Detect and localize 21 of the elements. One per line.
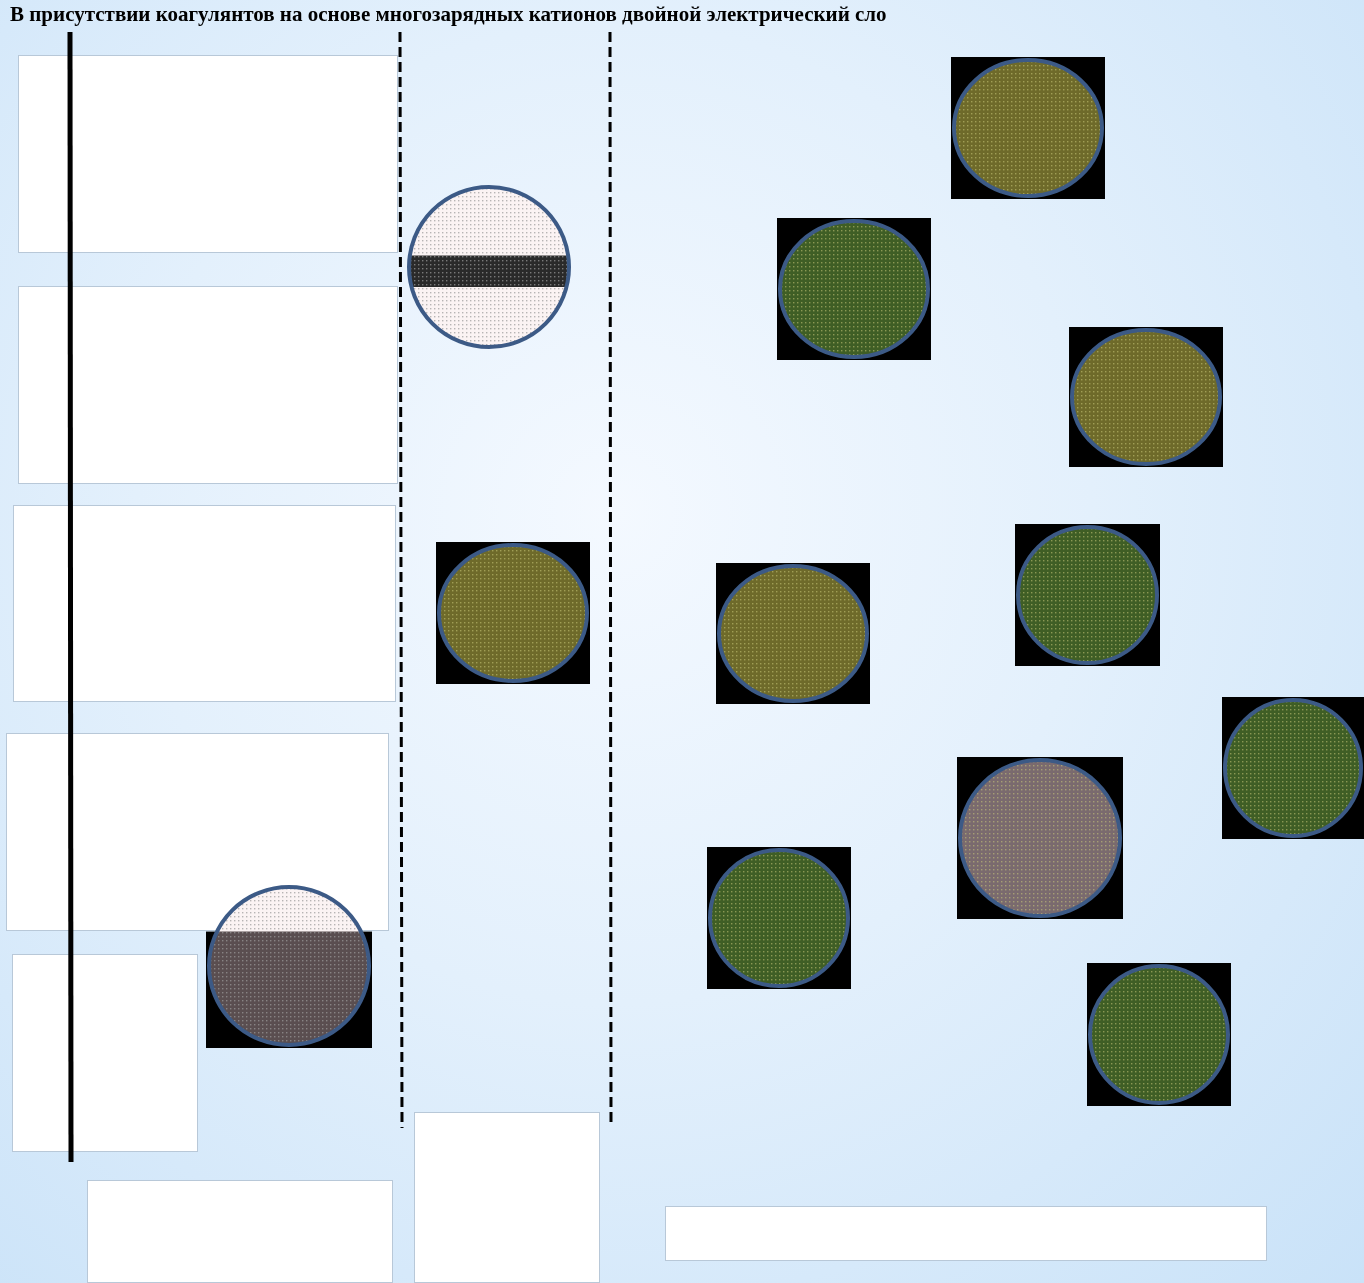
particle-circle [407,185,571,349]
empty-box [13,505,396,702]
particle-circle [958,758,1122,918]
particle-circle [1070,328,1222,466]
empty-box [665,1206,1267,1261]
empty-box [18,55,398,253]
empty-box [12,954,198,1152]
particle-circle [717,564,869,703]
empty-box [6,733,389,931]
particle-circle [708,848,850,988]
particle-circle [778,219,930,359]
particle-circle [1223,698,1363,838]
particle-circle [437,543,589,683]
title: В присутствии коагулянтов на основе многозарядных катионов двойной электрический сло [10,2,887,27]
particle-circle [1016,525,1159,665]
particle-circle [207,885,371,1047]
particle-circle [952,58,1104,198]
particle-circle [1088,964,1230,1105]
empty-box [87,1180,393,1283]
empty-box [414,1112,600,1283]
empty-box [18,286,398,484]
